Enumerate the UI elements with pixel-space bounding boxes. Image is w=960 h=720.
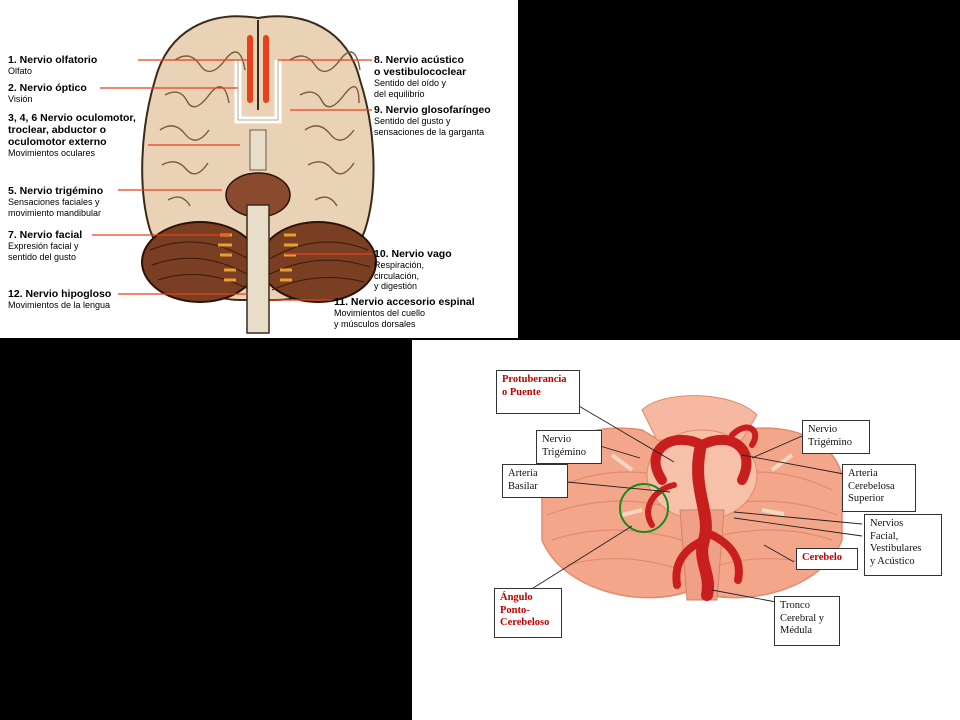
label-sub: y músculos dorsales [334,318,416,329]
label-sub: Sentido del gusto y [374,116,451,126]
label-optic-nerve: 2. Nervio óptico Visión [8,82,87,105]
box-pons: Protuberancia o Puente [496,370,580,414]
label-title: 11. Nervio accesorio espinal [334,296,475,308]
box-line: Cerebeloso [500,617,550,628]
label-sub: circulación, [374,270,420,281]
label-title: 5. Nervio trigémino [8,185,104,197]
label-title: o vestibulococlear [374,66,467,78]
label-sub: sensaciones de la garganta [374,126,485,137]
box-line: Basilar [508,480,538,492]
label-sub: Respiración, [374,260,425,270]
box-line: Superior [848,493,885,504]
label-spinal-accessory-nerve: 11. Nervio accesorio espinal Movimientos… [334,296,475,329]
box-facial-vestibular-acoustic-nerves: Nervios Facial, Vestibulares y Acústico [864,514,942,576]
box-superior-cerebellar-artery: Arteria Cerebelosa Superior [842,464,916,512]
box-line: Facial, [870,530,899,542]
label-sub: movimiento mandibular [8,207,102,218]
box-trigeminal-nerve-left: Nervio Trigémino [536,430,602,464]
label-glossopharyngeal-nerve: 9. Nervio glosofaríngeo Sentido del gust… [374,104,491,137]
box-line: Ponto- [500,604,530,616]
label-sub: Sentido del oído y [374,78,447,88]
label-sub: Movimientos del cuello [334,308,426,318]
box-line: Ángulo [500,592,533,603]
box-line: Vestibulares [870,543,922,554]
box-line: Nervio [808,424,838,435]
box-cerebellum: Cerebelo [796,548,858,570]
box-trigeminal-nerve-right: Nervio Trigémino [802,420,870,454]
label-title: oculomotor externo [8,136,107,148]
label-title: 1. Nervio olfatorio [8,54,98,66]
box-pontocerebellar-angle: Ángulo Ponto- Cerebeloso [494,588,562,638]
label-acoustic-nerve: 8. Nervio acústico o vestibulococlear Se… [374,54,466,99]
label-sub: Expresión facial y [8,241,79,251]
label-sub: del equilibrio [374,88,425,99]
label-vagus-nerve: 10. Nervio vago Respiración, circulación… [374,248,452,292]
cranial-nerves-panel: 1. Nervio olfatorio Olfato 2. Nervio ópt… [0,0,518,338]
label-sub: Movimientos oculares [8,148,96,158]
box-line: Arteria [848,468,878,479]
label-sub: Movimientos de la lengua [8,300,111,310]
label-sub: Olfato [8,66,33,76]
box-line: y Acústico [870,555,915,567]
box-line: Cerebelo [802,552,843,563]
box-line: Tronco [780,600,810,611]
brain-base-illustration [92,15,377,334]
box-line: Protuberancia [502,374,567,385]
box-line: Arteria [508,468,538,479]
box-basilar-artery: Arteria Basilar [502,464,568,498]
box-line: o Puente [502,386,541,398]
box-brainstem-medulla: Tronco Cerebral y Médula [774,596,840,646]
label-title: 9. Nervio glosofaríngeo [374,104,491,116]
label-sub: y digestión [374,281,418,291]
label-sub: sentido del gusto [8,251,77,262]
box-line: Cerebral y [780,612,825,624]
label-facial-nerve: 7. Nervio facial Expresión facial y sent… [8,229,82,262]
label-trigeminal-nerve: 5. Nervio trigémino Sensaciones faciales… [8,185,103,218]
box-line: Médula [780,625,813,636]
label-sub: Sensaciones faciales y [8,197,100,207]
label-title: 10. Nervio vago [374,248,452,260]
label-sub: Visión [8,94,33,104]
label-title: 8. Nervio acústico [374,54,464,66]
box-line: Nervio [542,434,572,445]
label-olfactory-nerve: 1. Nervio olfatorio Olfato [8,54,97,77]
box-line: Nervios [870,518,904,529]
label-title: 12. Nervio hipogloso [8,288,112,300]
label-oculomotor-nerves: 3, 4, 6 Nervio oculomotor, troclear, abd… [8,112,136,159]
box-line: Trigémino [808,436,852,448]
label-title: 7. Nervio facial [8,229,83,241]
brainstem-arteries-panel: Protuberancia o Puente Nervio Trigémino … [412,340,960,720]
label-hypoglossal-nerve: 12. Nervio hipogloso Movimientos de la l… [8,288,111,311]
box-line: Trigémino [542,446,586,458]
label-title: troclear, abductor o [8,124,107,136]
label-title: 3, 4, 6 Nervio oculomotor, [8,112,136,124]
box-line: Cerebelosa [848,480,895,492]
label-title: 2. Nervio óptico [8,82,87,94]
